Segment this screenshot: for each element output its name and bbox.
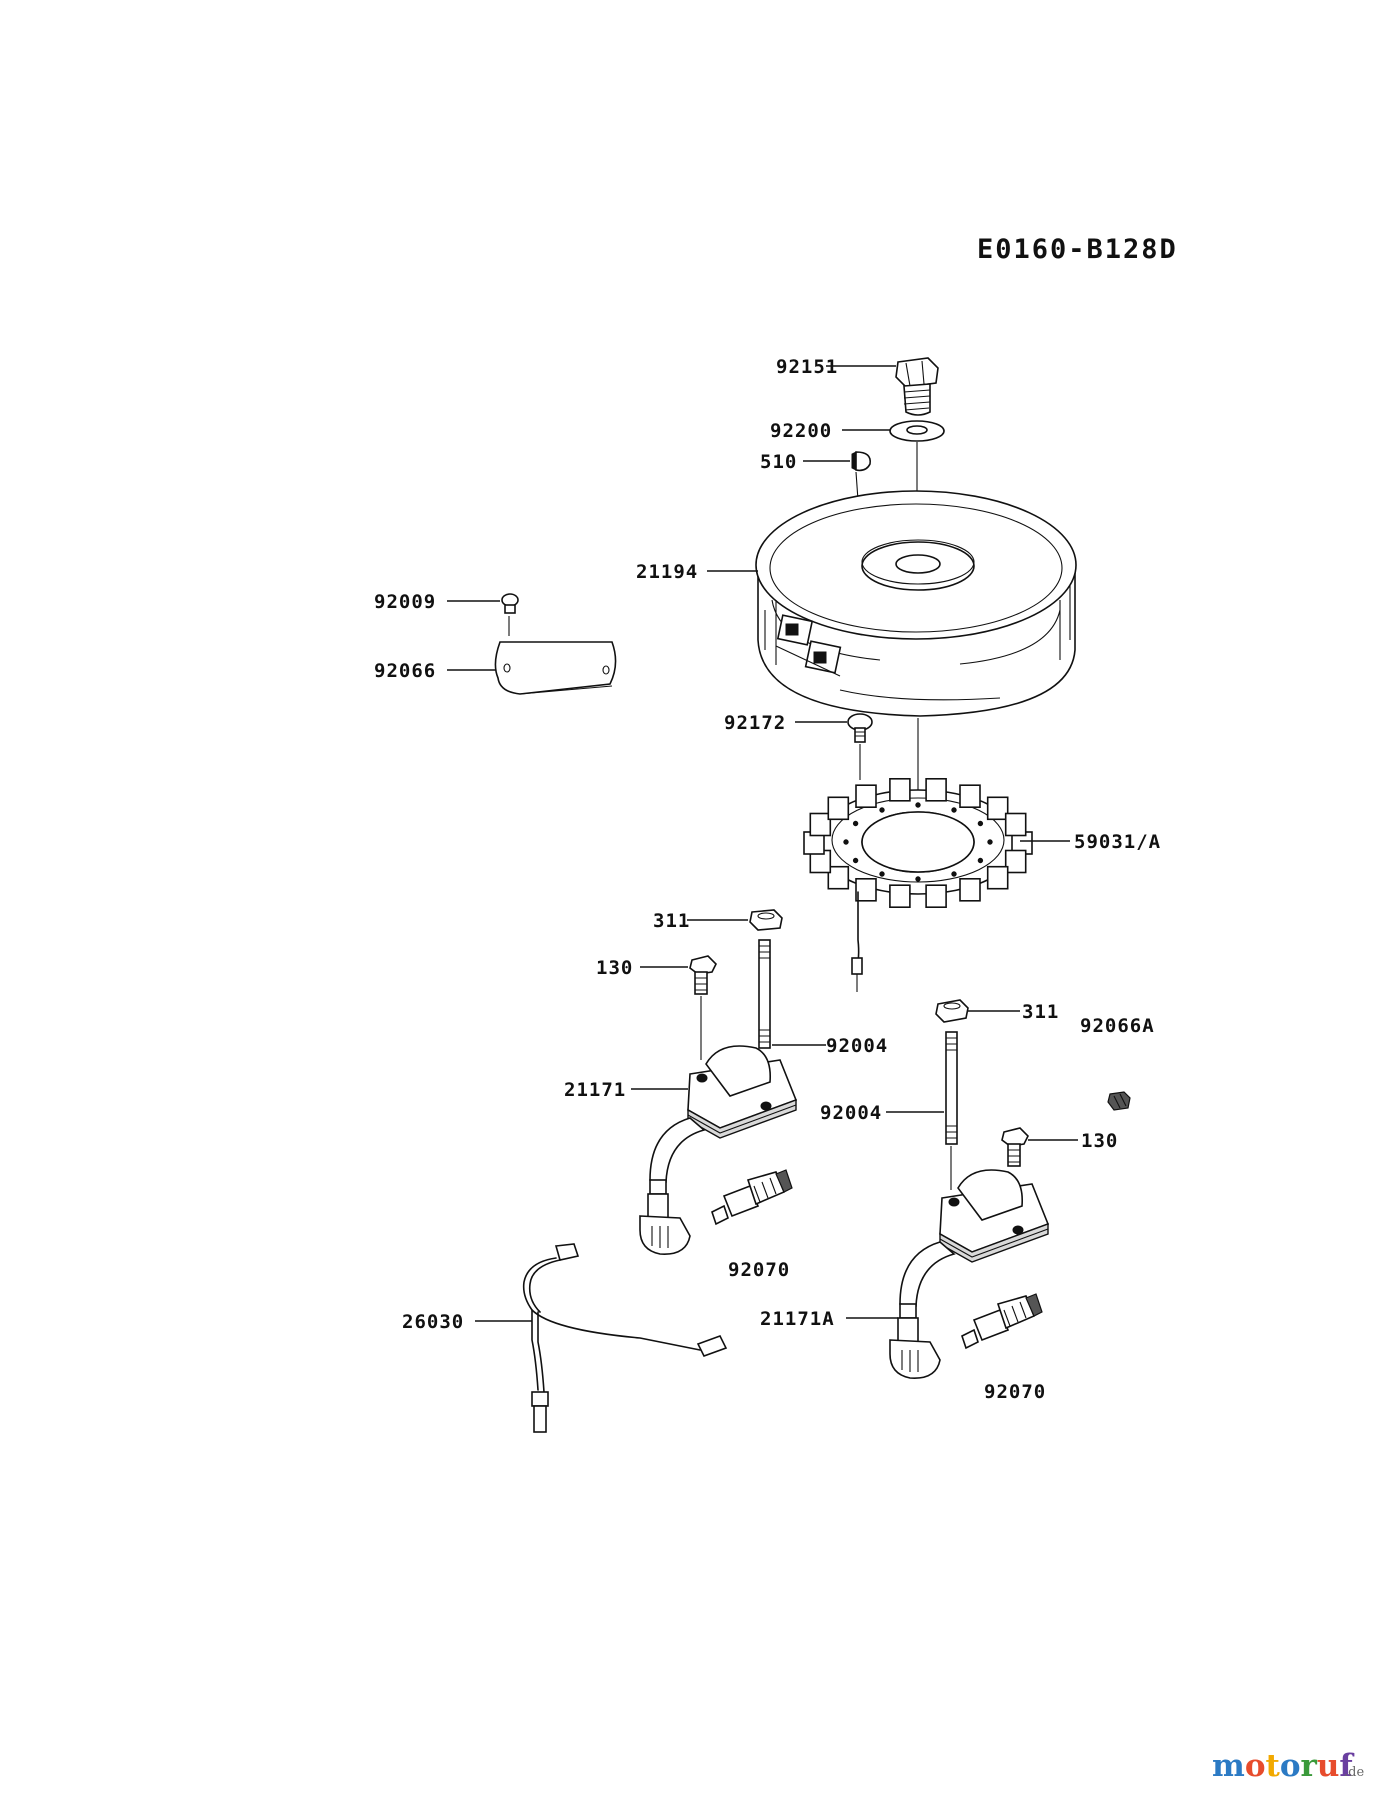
label-92070-left: 92070: [728, 1259, 790, 1281]
stator-rivet: [915, 876, 921, 882]
label-92200: 92200: [770, 420, 832, 442]
label-311-right: 311: [1022, 1001, 1059, 1023]
stator-pole: [1004, 849, 1027, 874]
flywheel-21194: [755, 490, 1077, 717]
wm-letter-f: f: [1339, 1748, 1354, 1784]
bolt-92151: [895, 357, 939, 416]
label-26030: 26030: [402, 1311, 464, 1333]
label-92172: 92172: [724, 712, 786, 734]
wm-letter-o2: o: [1280, 1748, 1301, 1784]
coil-21171A: [889, 1169, 1050, 1379]
stator-pole: [925, 777, 947, 802]
label-130-right: 130: [1081, 1130, 1118, 1152]
label-510: 510: [760, 451, 797, 473]
stator-rivet: [879, 871, 885, 877]
stator-pole: [959, 784, 981, 809]
stator-rivet: [843, 839, 849, 845]
stator-pole: [986, 796, 1009, 821]
stator-pole: [889, 884, 911, 909]
wm-tld: .de: [1344, 1765, 1364, 1780]
stud-92004-left: [758, 939, 771, 1049]
stator-pole: [1004, 812, 1027, 837]
label-92009: 92009: [374, 591, 436, 613]
wm-letter-o1: o: [1245, 1748, 1266, 1784]
label-92066A: 92066A: [1080, 1015, 1155, 1037]
stator-rivet: [977, 857, 984, 864]
stator-rivet: [915, 802, 921, 808]
washer-92200: [889, 420, 945, 442]
coil-21171: [639, 1045, 798, 1255]
wm-letter-u: u: [1317, 1748, 1340, 1784]
stator-rivet: [977, 820, 984, 827]
label-92151: 92151: [776, 356, 838, 378]
diagram-code: E0160-B128D: [977, 234, 1178, 265]
label-59031: 59031/A: [1074, 831, 1161, 853]
screw-92172: [847, 713, 873, 743]
bolt-130-right: [1001, 1127, 1029, 1167]
stator-pole: [889, 777, 911, 802]
stator-pole: [925, 884, 947, 909]
watermark-logo: motoruf .de: [1212, 1748, 1364, 1784]
stator-pole: [827, 796, 850, 821]
screw-92009: [501, 593, 519, 636]
nut-311-right: [935, 999, 969, 1023]
wm-letter-m: m: [1212, 1748, 1245, 1784]
stator-pole: [827, 865, 850, 890]
wm-letter-r: r: [1301, 1748, 1318, 1784]
stator-pole: [959, 877, 981, 902]
stator-pole: [855, 784, 877, 809]
stud-92004-right: [945, 1031, 958, 1190]
harness-26030: [522, 1243, 728, 1433]
stator-rivet: [852, 820, 859, 827]
svg-text:motoruf: motoruf: [1212, 1748, 1354, 1784]
stator-rivet: [987, 839, 993, 845]
nut-92066A: [1107, 1091, 1131, 1111]
label-130-left: 130: [596, 957, 633, 979]
spark-plug-92070-left: [711, 1169, 793, 1226]
wm-letter-t: t: [1266, 1748, 1281, 1784]
stator-rivet: [951, 871, 957, 877]
label-21171: 21171: [564, 1079, 626, 1101]
stator-pole: [809, 812, 832, 837]
stator-rivet: [951, 807, 957, 813]
label-311-left: 311: [653, 910, 690, 932]
nut-311-left: [749, 909, 783, 931]
stator-pole: [855, 877, 877, 902]
bolt-130-left: [689, 955, 717, 1060]
stator-rivet: [852, 857, 859, 864]
label-21171A: 21171A: [760, 1308, 835, 1330]
spark-plug-92070-right: [961, 1293, 1043, 1350]
label-92004-right: 92004: [820, 1102, 882, 1124]
label-92070-right: 92070: [984, 1381, 1046, 1403]
key-510: [851, 451, 872, 472]
stator-bore: [861, 811, 975, 873]
label-21194: 21194: [636, 561, 698, 583]
label-92066: 92066: [374, 660, 436, 682]
stator-rivet: [879, 807, 885, 813]
plate-92066: [494, 641, 617, 695]
stator-pole: [986, 865, 1009, 890]
stator-59031: [803, 777, 1033, 992]
label-92004-left: 92004: [826, 1035, 888, 1057]
